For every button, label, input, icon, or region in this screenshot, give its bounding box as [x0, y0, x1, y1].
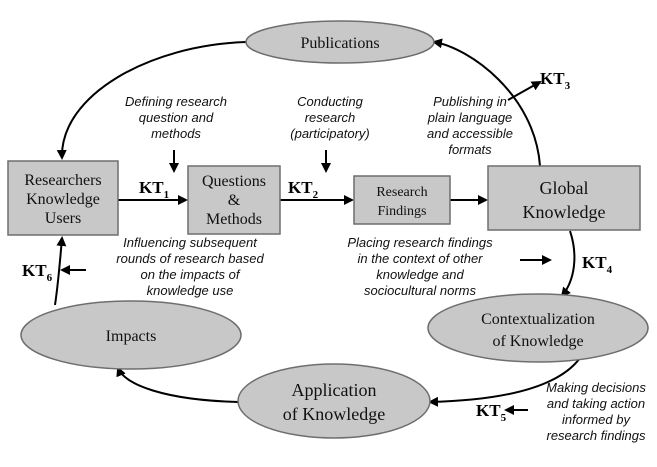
kt6-label: KT6 — [22, 261, 53, 284]
svg-text:Defining research: Defining research — [125, 94, 227, 109]
svg-text:Making decisions: Making decisions — [546, 380, 646, 395]
svg-text:and accessible: and accessible — [427, 126, 513, 141]
svg-text:Influencing subsequent: Influencing subsequent — [123, 235, 258, 250]
svg-text:rounds of research based: rounds of research based — [116, 251, 264, 266]
svg-text:question and: question and — [139, 110, 214, 125]
svg-text:informed by: informed by — [562, 412, 631, 427]
note-publishing: Publishing in plain language and accessi… — [427, 94, 513, 157]
kt1-label: KT1 — [139, 178, 169, 201]
arrow-application-to-impacts — [116, 366, 239, 403]
svg-text:plain language: plain language — [427, 110, 513, 125]
svg-text:sociocultural norms: sociocultural norms — [364, 283, 476, 298]
svg-text:Publishing in: Publishing in — [433, 94, 507, 109]
node-publications-label: Publications — [300, 35, 379, 52]
node-questions-line3: Methods — [206, 211, 262, 228]
node-findings-line1: Research — [376, 185, 427, 200]
node-researchers: Researchers Knowledge Users — [7, 160, 119, 236]
kt4-label: KT4 — [582, 253, 613, 276]
node-context-line1: Contextualization — [481, 311, 595, 328]
node-publications: Publications — [245, 20, 435, 64]
arrow-publications-to-researchers — [56, 41, 247, 160]
node-context-line2: of Knowledge — [492, 333, 583, 350]
node-application-line1: Application — [292, 380, 377, 400]
node-application: Application of Knowledge — [237, 363, 431, 439]
arrow-kt3 — [507, 81, 542, 101]
node-findings-line2: Findings — [377, 204, 426, 219]
arrow-global-to-publications — [432, 38, 541, 167]
svg-text:research findings: research findings — [547, 428, 646, 443]
arrow-impacts-to-researchers — [54, 236, 67, 306]
node-questions-line2: & — [228, 192, 241, 209]
note-conducting: Conducting research (participatory) — [290, 94, 369, 141]
svg-text:and taking action: and taking action — [547, 396, 645, 411]
svg-text:Conducting: Conducting — [297, 94, 364, 109]
node-global-line2: Knowledge — [523, 202, 606, 222]
kt2-label: KT2 — [288, 178, 319, 201]
node-researchers-line3: Users — [45, 210, 81, 227]
node-researchers-line1: Researchers — [24, 172, 101, 189]
arrow-global-to-contextualization — [560, 230, 576, 298]
kt5-label: KT5 — [476, 401, 507, 424]
note-defining: Defining research question and methods — [125, 94, 227, 141]
svg-text:knowledge and: knowledge and — [376, 267, 464, 282]
node-impacts-label: Impacts — [106, 328, 157, 345]
svg-text:methods: methods — [151, 126, 201, 141]
note-placing: Placing research findings in the context… — [347, 235, 493, 298]
note-making: Making decisions and taking action infor… — [546, 380, 646, 443]
node-contextualization: Contextualization of Knowledge — [427, 293, 649, 363]
node-global-knowledge: Global Knowledge — [487, 165, 641, 231]
svg-text:research: research — [305, 110, 356, 125]
svg-text:(participatory): (participatory) — [290, 126, 369, 141]
kt3-label: KT3 — [540, 69, 571, 92]
arrow-contextualization-to-application — [428, 357, 581, 407]
svg-text:on the impacts of: on the impacts of — [141, 267, 241, 282]
svg-text:knowledge use: knowledge use — [147, 283, 234, 298]
svg-text:formats: formats — [448, 142, 492, 157]
node-questions-line1: Questions — [202, 173, 266, 190]
node-researchers-line2: Knowledge — [26, 191, 100, 208]
svg-text:in the context of other: in the context of other — [357, 251, 483, 266]
note-influencing: Influencing subsequent rounds of researc… — [116, 235, 264, 298]
node-application-line2: of Knowledge — [283, 404, 385, 424]
node-research-findings: Research Findings — [353, 175, 451, 225]
node-global-line1: Global — [540, 178, 589, 198]
svg-text:Placing research findings: Placing research findings — [347, 235, 493, 250]
node-questions-methods: Questions & Methods — [187, 165, 281, 235]
node-impacts: Impacts — [20, 300, 242, 370]
